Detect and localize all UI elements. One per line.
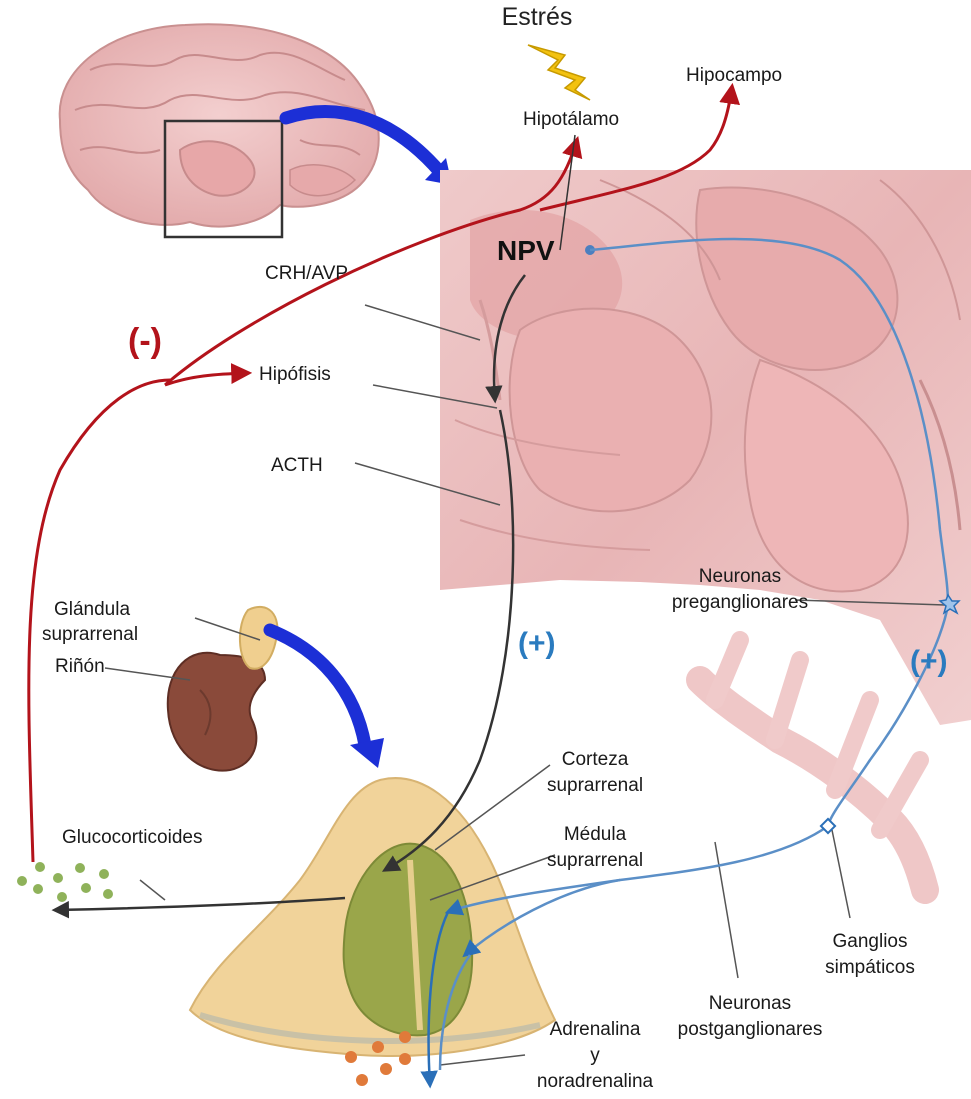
label-adrenalina-2: y — [530, 1044, 660, 1067]
kidney-illustration — [168, 607, 278, 771]
stress-lightning-icon — [528, 45, 590, 100]
label-hipotalamo: Hipotálamo — [523, 108, 619, 131]
label-neuronas-post-2: postganglionares — [660, 1018, 840, 1041]
label-neuronas-pre-2: preganglionares — [660, 591, 820, 614]
glucocorticoid-dots — [17, 862, 113, 902]
label-medula-1: Médula — [530, 823, 660, 846]
label-acth: ACTH — [271, 454, 323, 477]
label-hipofisis: Hipófisis — [259, 363, 331, 386]
feedback-line-glucocorticoides — [29, 380, 170, 862]
sympathetic-chain — [700, 640, 925, 890]
label-ganglios-1: Ganglios — [810, 930, 930, 953]
label-medula-2: suprarrenal — [525, 849, 665, 872]
label-neuronas-post-1: Neuronas — [690, 992, 810, 1015]
zoom-arrow-adrenal — [270, 630, 365, 745]
label-negative-feedback: (-) — [128, 330, 162, 353]
label-crh-avp: CRH/AVP — [265, 262, 348, 285]
label-adrenalina-3: noradrenalina — [515, 1070, 675, 1093]
label-neuronas-pre-1: Neuronas — [670, 565, 810, 588]
label-ganglios-2: simpáticos — [810, 956, 930, 979]
label-glandula-1: Glándula — [32, 598, 152, 621]
label-corteza-2: suprarrenal — [525, 774, 665, 797]
brain-illustration — [60, 24, 379, 226]
adrenal-gland-section — [190, 778, 555, 1056]
label-hipocampo: Hipocampo — [686, 64, 782, 87]
label-positive-right: (+) — [910, 650, 948, 673]
label-adrenalina-1: Adrenalina — [530, 1018, 660, 1041]
label-rinon: Riñón — [55, 655, 105, 678]
label-estres: Estrés — [492, 6, 582, 29]
label-positive-center: (+) — [518, 632, 556, 655]
label-npv: NPV — [497, 239, 555, 262]
label-glandula-2: suprarrenal — [20, 623, 160, 646]
label-corteza-1: Corteza — [530, 748, 660, 771]
label-glucocorticoides: Glucocorticoides — [62, 826, 202, 849]
